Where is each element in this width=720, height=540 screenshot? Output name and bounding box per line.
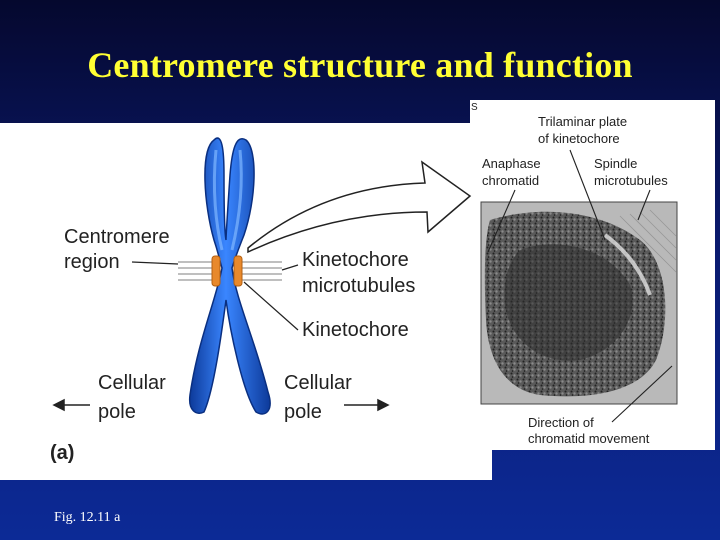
- spindle-label-line1: Spindle: [594, 156, 637, 171]
- left-pole-arrow: [52, 398, 90, 412]
- kinetochore-microtubules-label-line1: Kinetochore: [302, 249, 409, 271]
- left-pole-label-line1: Cellular: [98, 372, 166, 394]
- right-pole-arrow: [344, 398, 390, 412]
- right-pole-label-line2: pole: [284, 401, 322, 423]
- chromosome: [188, 137, 271, 415]
- svg-text:S: S: [471, 102, 478, 113]
- direction-label-line1: Direction of: [528, 415, 594, 430]
- figure-caption: Fig. 12.11 a: [54, 510, 121, 525]
- kinetochore-left: [211, 255, 221, 287]
- centromere-label-line2: region: [64, 251, 120, 273]
- centromere-label-line1: Centromere: [64, 226, 170, 248]
- kinetochore-microtubules: [178, 261, 282, 281]
- trilaminar-label-line1: Trilaminar plate: [538, 114, 627, 129]
- kinetochore-microtubules-label-line2: microtubules: [302, 275, 415, 297]
- left-pole-label-line2: pole: [98, 401, 136, 423]
- anaphase-label-line2: chromatid: [482, 173, 539, 188]
- kinetochore-label: Kinetochore: [302, 319, 409, 341]
- spindle-label-line2: microtubules: [594, 173, 668, 188]
- panel-letter: (a): [50, 442, 74, 464]
- zoom-arrow: [247, 160, 472, 254]
- electron-micrograph: [480, 201, 678, 405]
- trilaminar-label-line2: of kinetochore: [538, 131, 620, 146]
- right-pole-label-line1: Cellular: [284, 372, 352, 394]
- anaphase-label-line1: Anaphase: [482, 156, 541, 171]
- slide-title: Centromere structure and function: [87, 45, 633, 85]
- direction-label-line2: chromatid movement: [528, 431, 650, 446]
- kinetochore-right: [233, 255, 243, 287]
